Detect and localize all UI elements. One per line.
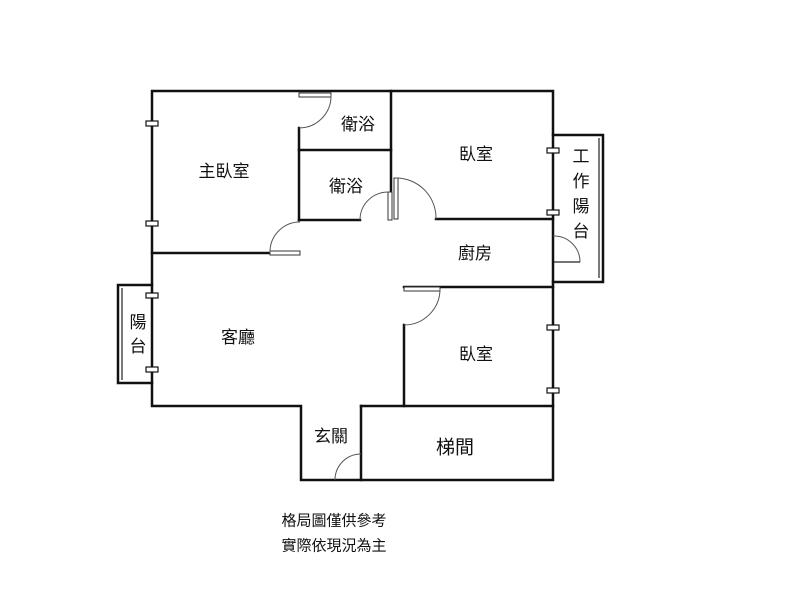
label-balcony-2: 台 bbox=[130, 337, 147, 357]
label-master-bedroom: 主臥室 bbox=[199, 162, 250, 182]
label-kitchen: 廚房 bbox=[458, 243, 492, 264]
label-balcony-1: 陽 bbox=[130, 313, 147, 333]
disclaimer-line-2: 實際依現況為主 bbox=[281, 537, 386, 555]
disclaimer-line-1: 格局圖僅供參考 bbox=[281, 512, 386, 530]
label-work-balcony-1: 工 bbox=[573, 147, 590, 167]
walls bbox=[116, 89, 605, 482]
doors bbox=[269, 92, 581, 481]
label-bedroom-2: 臥室 bbox=[459, 345, 493, 365]
label-bedroom-1: 臥室 bbox=[459, 145, 493, 165]
label-stairwell: 梯間 bbox=[436, 437, 474, 459]
label-living-room: 客廳 bbox=[221, 328, 255, 348]
label-bathroom-2: 衛浴 bbox=[329, 177, 363, 197]
windows bbox=[145, 120, 560, 394]
label-bathroom-1: 衛浴 bbox=[341, 115, 375, 135]
label-work-balcony-2: 作 bbox=[573, 172, 590, 192]
label-entrance: 玄關 bbox=[314, 427, 348, 447]
label-work-balcony-3: 陽 bbox=[573, 197, 590, 217]
label-work-balcony-4: 台 bbox=[573, 222, 590, 242]
